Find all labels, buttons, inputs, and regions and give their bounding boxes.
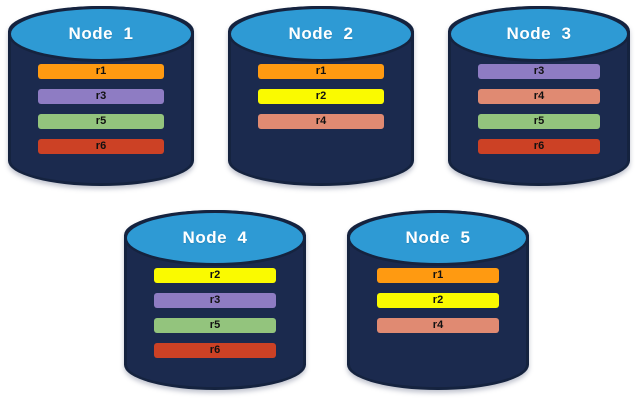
database-node-3[interactable]: Node 3 r3 r4 r5 r6 — [448, 6, 630, 186]
record-label: r1 — [315, 65, 327, 77]
record-label: r1 — [432, 269, 444, 281]
node-title: Node 1 — [68, 23, 134, 43]
record-label: r5 — [533, 115, 545, 127]
record-bar-r6[interactable]: r6 — [154, 343, 276, 358]
cylinder-top-ellipse: Node 5 — [347, 210, 529, 266]
cylinder-top-ellipse: Node 2 — [228, 6, 414, 62]
record-bar-r6[interactable]: r6 — [38, 139, 164, 154]
record-bar-r5[interactable]: r5 — [38, 114, 164, 129]
cylinder-top-ellipse: Node 1 — [8, 6, 194, 62]
database-node-2[interactable]: Node 2 r1 r2 r4 — [228, 6, 414, 186]
record-label: r5 — [95, 115, 107, 127]
record-bar-r6[interactable]: r6 — [478, 139, 600, 154]
record-label: r2 — [209, 269, 221, 281]
record-bar-r3[interactable]: r3 — [154, 293, 276, 308]
record-list: r1 r2 r4 — [377, 268, 499, 333]
record-bar-r2[interactable]: r2 — [258, 89, 384, 104]
record-label: r3 — [533, 65, 545, 77]
record-list: r1 r3 r5 r6 — [38, 64, 164, 154]
record-bar-r2[interactable]: r2 — [377, 293, 499, 308]
record-label: r3 — [95, 90, 107, 102]
record-label: r6 — [533, 140, 545, 152]
record-label: r5 — [209, 319, 221, 331]
record-list: r3 r4 r5 r6 — [478, 64, 600, 154]
record-label: r2 — [432, 294, 444, 306]
node-title: Node 5 — [405, 227, 471, 247]
record-label: r6 — [209, 344, 221, 356]
database-node-4[interactable]: Node 4 r2 r3 r5 r6 — [124, 210, 306, 390]
record-label: r4 — [533, 90, 545, 102]
record-bar-r2[interactable]: r2 — [154, 268, 276, 283]
node-title: Node 4 — [182, 227, 248, 247]
node-title: Node 3 — [506, 23, 572, 43]
record-bar-r1[interactable]: r1 — [377, 268, 499, 283]
record-label: r6 — [95, 140, 107, 152]
record-list: r1 r2 r4 — [258, 64, 384, 129]
record-label: r4 — [432, 319, 444, 331]
node-title: Node 2 — [288, 23, 354, 43]
record-label: r1 — [95, 65, 107, 77]
record-bar-r4[interactable]: r4 — [478, 89, 600, 104]
record-bar-r3[interactable]: r3 — [478, 64, 600, 79]
record-bar-r3[interactable]: r3 — [38, 89, 164, 104]
record-label: r4 — [315, 115, 327, 127]
record-bar-r1[interactable]: r1 — [258, 64, 384, 79]
record-label: r3 — [209, 294, 221, 306]
record-bar-r4[interactable]: r4 — [258, 114, 384, 129]
database-node-5[interactable]: Node 5 r1 r2 r4 — [347, 210, 529, 390]
record-bar-r5[interactable]: r5 — [478, 114, 600, 129]
record-label: r2 — [315, 90, 327, 102]
record-bar-r5[interactable]: r5 — [154, 318, 276, 333]
record-bar-r1[interactable]: r1 — [38, 64, 164, 79]
cylinder-top-ellipse: Node 4 — [124, 210, 306, 266]
record-bar-r4[interactable]: r4 — [377, 318, 499, 333]
database-node-1[interactable]: Node 1 r1 r3 r5 r6 — [8, 6, 194, 186]
cylinder-top-ellipse: Node 3 — [448, 6, 630, 62]
record-list: r2 r3 r5 r6 — [154, 268, 276, 358]
